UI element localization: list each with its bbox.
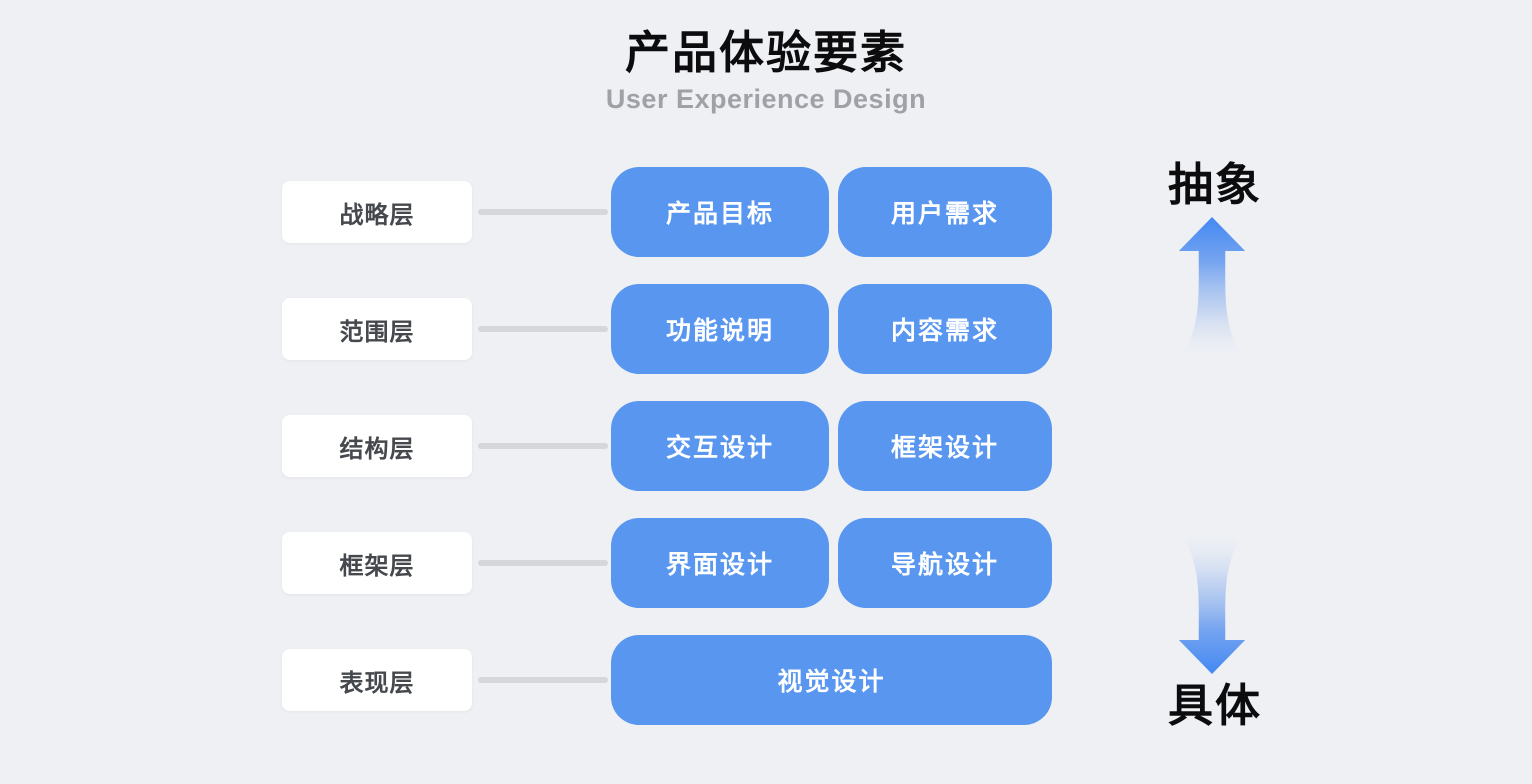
element-box-framework-design: 框架设计	[838, 401, 1052, 491]
layer-label-strategy: 战略层	[282, 181, 472, 243]
element-box-user-needs: 用户需求	[838, 167, 1052, 257]
connector-line	[478, 677, 608, 683]
layer-row-strategy: 战略层 产品目标 用户需求	[282, 167, 1052, 257]
element-box-text: 交互设计	[665, 434, 774, 462]
element-box-text: 导航设计	[890, 551, 999, 579]
layer-label-text: 战略层	[339, 201, 415, 229]
layers-container: 战略层 产品目标 用户需求 范围层 功能说明 内容需求 结构层	[282, 167, 1052, 752]
layer-label-text: 表现层	[339, 669, 415, 697]
element-box-navigation-design: 导航设计	[838, 518, 1052, 608]
layer-row-scope: 范围层 功能说明 内容需求	[282, 284, 1052, 374]
element-box-functional-specs: 功能说明	[611, 284, 829, 374]
element-box-text: 界面设计	[665, 551, 774, 579]
element-box-text: 内容需求	[890, 317, 999, 345]
layer-label-structure: 结构层	[282, 415, 472, 477]
element-box-interface-design: 界面设计	[611, 518, 829, 608]
connector-line	[478, 443, 608, 449]
element-box-text: 框架设计	[890, 434, 999, 462]
element-box-interaction-design: 交互设计	[611, 401, 829, 491]
layer-label-text: 框架层	[339, 552, 415, 580]
connector-line	[478, 560, 608, 566]
axis-label-concrete: 具体	[1167, 680, 1262, 731]
layer-label-skeleton: 框架层	[282, 532, 472, 594]
layer-label-text: 范围层	[339, 318, 415, 346]
element-box-visual-design: 视觉设计	[611, 635, 1052, 725]
element-box-text: 产品目标	[665, 200, 774, 228]
layer-label-scope: 范围层	[282, 298, 472, 360]
page-title: 产品体验要素	[624, 27, 907, 78]
layer-label-text: 结构层	[339, 435, 415, 463]
element-box-text: 功能说明	[665, 317, 774, 345]
layer-row-structure: 结构层 交互设计 框架设计	[282, 401, 1052, 491]
element-box-content-requirements: 内容需求	[838, 284, 1052, 374]
layer-label-surface: 表现层	[282, 649, 472, 711]
element-box-text: 视觉设计	[777, 668, 886, 696]
axis-label-abstract: 抽象	[1167, 159, 1262, 210]
element-box-text: 用户需求	[890, 200, 999, 228]
element-box-product-goals: 产品目标	[611, 167, 829, 257]
arrow-up-icon	[1178, 216, 1246, 358]
connector-line	[478, 209, 608, 215]
layer-row-skeleton: 框架层 界面设计 导航设计	[282, 518, 1052, 608]
layer-row-surface: 表现层 视觉设计	[282, 635, 1052, 725]
arrow-down-icon	[1178, 533, 1246, 675]
connector-line	[478, 326, 608, 332]
page-subtitle: User Experience Design	[605, 84, 927, 114]
